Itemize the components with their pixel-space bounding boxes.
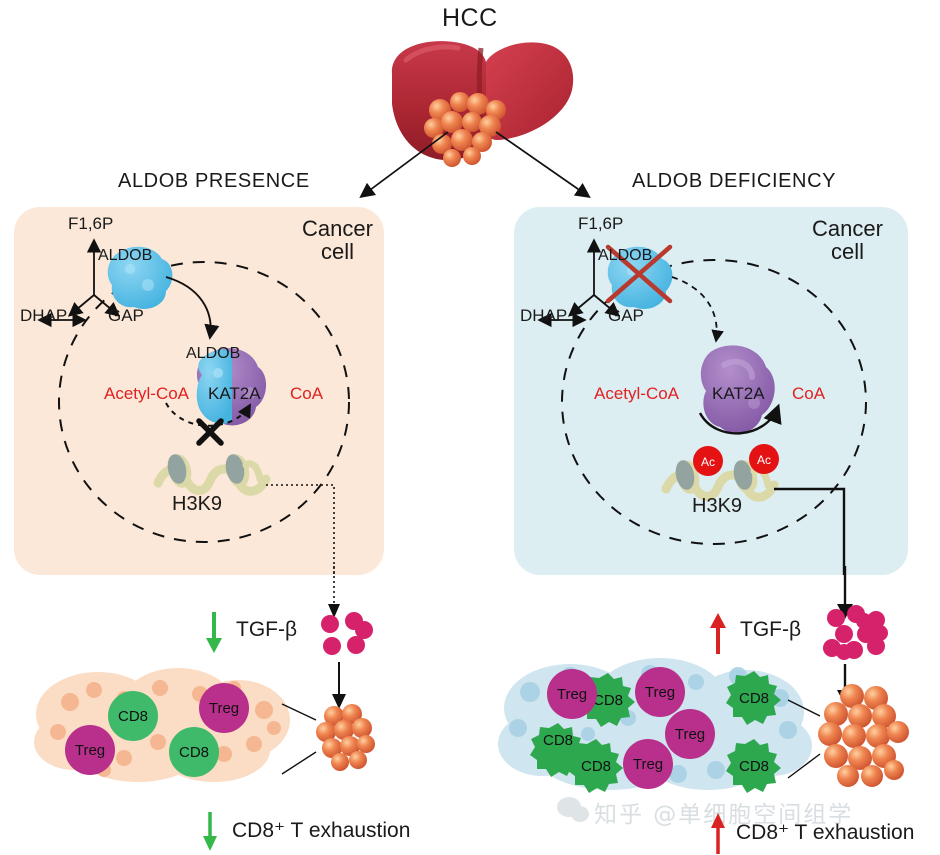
svg-text:Treg: Treg bbox=[675, 726, 705, 743]
enzyme-aldob-cyto-left: ALDOB bbox=[98, 247, 153, 264]
cancer-cell-label-left: Cancer cell bbox=[302, 216, 373, 265]
svg-text:Ac: Ac bbox=[757, 453, 771, 467]
acetyl-mark-0: Ac bbox=[693, 446, 723, 476]
svg-text:CD8: CD8 bbox=[593, 692, 623, 709]
outcome-arrow-right bbox=[711, 813, 725, 854]
left-panel-graphics bbox=[37, 238, 350, 575]
immune-cell-right-5: Treg bbox=[665, 709, 715, 759]
tgf-label-right: TGF-β bbox=[740, 618, 802, 641]
metabolite-f16p-right: F1,6P bbox=[578, 214, 624, 233]
histone-h3k9-right: H3K9 bbox=[692, 495, 743, 517]
block-marker-x bbox=[196, 418, 224, 446]
tgf-dots-right bbox=[823, 605, 888, 660]
panel-title-left: ALDOB PRESENCE bbox=[118, 170, 310, 192]
immune-cell-right-3: CD8 bbox=[726, 671, 781, 725]
chat-bubbles-icon bbox=[557, 797, 589, 822]
immune-cell-right-2: Treg bbox=[635, 667, 685, 717]
figure-title: HCC bbox=[442, 4, 498, 32]
immune-cell-left-1: Treg bbox=[199, 683, 249, 733]
signal-arrow-right bbox=[837, 566, 853, 619]
immune-cell-right-8: Treg bbox=[623, 739, 673, 789]
panel-title-right: ALDOB DEFICIENCY bbox=[632, 170, 837, 192]
svg-text:CD8: CD8 bbox=[739, 758, 769, 775]
immune-cell-right-0: Treg bbox=[547, 669, 597, 719]
svg-text:Treg: Treg bbox=[633, 756, 663, 773]
enzyme-kat2a-right: KAT2A bbox=[712, 384, 765, 403]
right-panel-graphics: Ac Ac bbox=[537, 238, 867, 575]
tgf-down-arrow-left bbox=[206, 612, 222, 653]
metabolite-dhap-left: DHAP bbox=[20, 306, 68, 325]
svg-text:Treg: Treg bbox=[209, 700, 239, 717]
product-coa-left: CoA bbox=[290, 384, 324, 403]
nucleosome-group-left bbox=[153, 454, 271, 496]
svg-text:CD8: CD8 bbox=[581, 758, 611, 775]
svg-text:CD8: CD8 bbox=[179, 744, 209, 761]
svg-text:Treg: Treg bbox=[645, 684, 675, 701]
substrate-acetyl-coa-left: Acetyl-CoA bbox=[104, 384, 190, 403]
metabolite-gap-left: GAP bbox=[108, 306, 144, 325]
liver-with-tumor-icon bbox=[391, 41, 574, 167]
immune-cell-left-3: CD8 bbox=[169, 727, 219, 777]
nucleosome-group-right bbox=[661, 460, 779, 502]
tumor-microenvironment-right: CD8 Treg Treg CD8 CD8 CD8 Treg Treg CD8 bbox=[498, 658, 812, 793]
cancer-cell-label-right: Cancer cell bbox=[812, 216, 883, 265]
svg-text:CD8: CD8 bbox=[543, 732, 573, 749]
immune-cell-left-2: Treg bbox=[65, 725, 115, 775]
metabolite-dhap-right: DHAP bbox=[520, 306, 568, 325]
acetyl-mark-1: Ac bbox=[749, 444, 779, 474]
enzyme-aldob-nuc-left: ALDOB bbox=[186, 345, 241, 362]
substrate-acetyl-coa-right: Acetyl-CoA bbox=[594, 384, 680, 403]
tumor-mass-right bbox=[787, 684, 909, 787]
aldob-knockout-cross-icon bbox=[605, 244, 673, 304]
branch-arrows bbox=[359, 131, 591, 199]
histone-h3k9-left: H3K9 bbox=[172, 493, 223, 515]
svg-text:Treg: Treg bbox=[557, 686, 587, 703]
svg-text:Treg: Treg bbox=[75, 742, 105, 759]
enzyme-aldob-cyto-right: ALDOB bbox=[598, 247, 653, 264]
signal-arrow-left bbox=[328, 566, 340, 618]
outcome-arrow-left bbox=[203, 812, 217, 851]
immune-cell-right-4: CD8 bbox=[530, 723, 585, 777]
immune-cell-right-1: CD8 bbox=[580, 673, 635, 727]
tumor-microenvironment-left: CD8 Treg Treg CD8 bbox=[34, 668, 290, 782]
tgf-up-arrow-right bbox=[710, 613, 726, 654]
outcome-label-right: CD8⁺ T exhaustion bbox=[736, 821, 915, 844]
tgf-to-tumor-arrow-left bbox=[332, 662, 346, 709]
tgf-label-left: TGF-β bbox=[236, 618, 298, 641]
svg-text:Ac: Ac bbox=[701, 455, 715, 469]
tumor-mass-left bbox=[281, 703, 375, 775]
outcome-label-left: CD8⁺ T exhaustion bbox=[232, 819, 411, 842]
tgf-dots-left bbox=[321, 612, 373, 655]
svg-text:CD8: CD8 bbox=[739, 690, 769, 707]
enzyme-kat2a-left: KAT2A bbox=[208, 384, 261, 403]
immune-cell-right-6: CD8 bbox=[726, 739, 781, 793]
immune-cell-right-7: CD8 bbox=[568, 739, 623, 793]
metabolite-f16p-left: F1,6P bbox=[68, 214, 114, 233]
product-coa-right: CoA bbox=[792, 384, 826, 403]
immune-cell-left-0: CD8 bbox=[108, 691, 158, 741]
svg-text:CD8: CD8 bbox=[118, 708, 148, 725]
metabolite-gap-right: GAP bbox=[608, 306, 644, 325]
